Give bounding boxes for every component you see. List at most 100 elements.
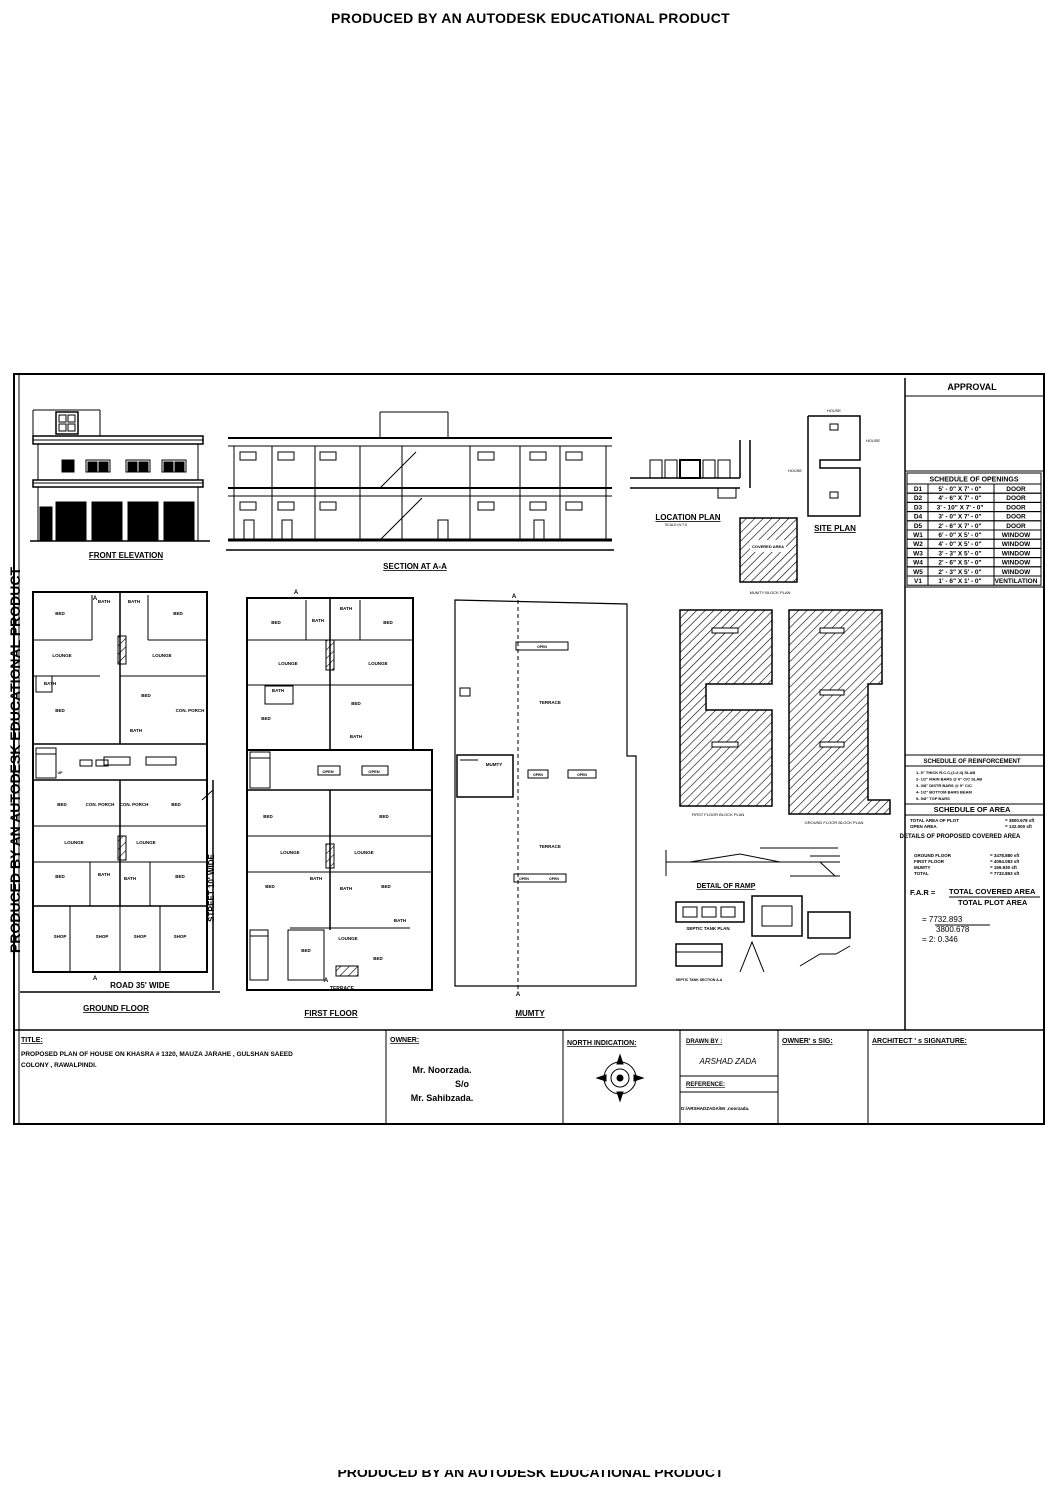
gf-lounge-2: LOUNGE xyxy=(152,653,171,658)
plot-area-value: = 3800.678 sft xyxy=(1005,818,1035,823)
ff-bed-1: BED xyxy=(271,620,281,625)
opening-code: W5 xyxy=(913,569,923,576)
opening-size: 1' - 6" X 1' - 0" xyxy=(938,578,981,585)
gf-shop-2: SHOP xyxy=(96,934,109,939)
sheet-border xyxy=(13,373,1045,1125)
roof-terrace-1: TERRACE xyxy=(539,700,561,705)
owner-father: Mr. Sahibzada. xyxy=(411,1093,474,1103)
total-area-value: = 7732.893 sft xyxy=(990,871,1020,876)
location-plan-scale: SCALE=N.T.S xyxy=(665,523,688,527)
opening-size: 2' - 3" X 5' - 0" xyxy=(938,569,981,576)
ff-open-2: OPEN xyxy=(368,769,379,774)
gf-shop-4: SHOP xyxy=(174,934,187,939)
openings-title: SCHEDULE OF OPENINGS xyxy=(929,477,1018,484)
opening-size: 3' - 0" X 7' - 0" xyxy=(938,514,981,521)
open-area-label: OPEN AREA xyxy=(910,824,937,829)
gf-bath-6: BATH xyxy=(124,876,136,881)
watermark-bottom: PRODUCED BY AN AUTODESK EDUCATIONAL PROD… xyxy=(337,1470,724,1479)
first-floor-block-plan xyxy=(679,609,773,807)
gf-up: UP xyxy=(58,771,64,775)
opening-size: 5' - 0" X 7' - 0" xyxy=(938,486,981,493)
far-calc-2: 3800.678 xyxy=(936,925,970,934)
opening-type: WINDOW xyxy=(1002,550,1031,557)
reinforcement-row: 5- 5/8" TOP BARS xyxy=(916,796,950,801)
gf-bed-5: BED xyxy=(57,802,67,807)
ff-bath-3: BATH xyxy=(272,688,284,693)
opening-size: 2' - 6" X 5' - 0" xyxy=(938,560,981,567)
opening-size: 3' - 3" X 5' - 0" xyxy=(938,550,981,557)
opening-code: W2 xyxy=(913,541,923,548)
far-calc-1: = 7732.893 xyxy=(922,915,963,924)
opening-code: W1 xyxy=(913,532,923,539)
first-floor-plan xyxy=(246,597,433,991)
opening-size: 2' - 6" X 7' - 0" xyxy=(938,523,981,530)
covered-area-label: COVERED AREA xyxy=(752,544,784,549)
ff-lounge-4: LOUNGE xyxy=(354,850,373,855)
roof-open-1: OPEN xyxy=(537,645,547,649)
gf-bath-2: BATH xyxy=(128,599,140,604)
ground-floor-block-title: GROUND FLOOR BLOCK PLAN xyxy=(805,820,864,825)
ff-bed-4: BED xyxy=(351,701,361,706)
gf-bed-4: BED xyxy=(141,693,151,698)
location-plan-title: LOCATION PLAN xyxy=(655,513,720,522)
reinforcement-row: 4- 1/2" BOTTOM BARS BEAM xyxy=(916,790,972,795)
ramp-detail xyxy=(665,847,840,877)
title-text-1: PROPOSED PLAN OF HOUSE ON KHASRA # 1320,… xyxy=(21,1051,293,1058)
mumty-plan xyxy=(454,599,637,990)
ground-area-label: GROUND FLOOR xyxy=(914,853,952,858)
opening-size: 3' - 10" X 7' - 0" xyxy=(937,504,984,511)
opening-code: W4 xyxy=(913,560,923,567)
reference-value: D:/ARSHADZADA/Mr .noorzada. xyxy=(681,1106,749,1111)
ff-bed-2: BED xyxy=(383,620,393,625)
gf-shop-3: SHOP xyxy=(134,934,147,939)
ff-bath-2: BATH xyxy=(340,606,352,611)
gf-bath-3: BATH xyxy=(44,681,56,686)
gf-lounge-1: LOUNGE xyxy=(52,653,71,658)
title-label: TITLE: xyxy=(21,1037,43,1044)
drawn-name: ARSHAD ZADA xyxy=(699,1057,757,1066)
far-label: F.A.R = xyxy=(910,888,936,897)
opening-type: DOOR xyxy=(1006,514,1026,521)
architect-label: ARCHITECT ' s SIGNATURE: xyxy=(872,1038,967,1045)
opening-code: D1 xyxy=(914,486,923,493)
opening-code: D2 xyxy=(914,495,923,502)
ff-bath-4: BATH xyxy=(350,734,362,739)
first-floor-title: FIRST FLOOR xyxy=(304,1009,358,1018)
septic-tank-details xyxy=(675,895,851,973)
mumty-title: MUMTY xyxy=(515,1009,545,1018)
ff-marker-top: A xyxy=(294,590,299,596)
ff-bed-10: BED xyxy=(373,956,383,961)
site-plan xyxy=(807,415,861,517)
gf-lounge-4: LOUNGE xyxy=(136,840,155,845)
ff-bath-5: BATH xyxy=(310,876,322,881)
owner-relation: S/o xyxy=(455,1079,470,1089)
septic-plan-title: SEPTIC TANK PLAN xyxy=(686,926,729,931)
gf-bed-2: BED xyxy=(173,611,183,616)
first-area-value: = 4094.083 sft xyxy=(990,859,1020,864)
front-elevation xyxy=(30,409,210,542)
gf-bath-4: BATH xyxy=(130,728,142,733)
ground-floor-block-plan xyxy=(788,609,891,815)
reinforcement-row: 2- 1/2" MAIN BARS @ 6" C/C SLAB xyxy=(916,777,982,782)
area-schedule: SCHEDULE OF AREA TOTAL AREA OF PLOT = 38… xyxy=(900,805,1044,944)
approval-title: APPROVAL xyxy=(947,382,997,392)
far-calc-3: = 2: 0.346 xyxy=(922,935,958,944)
roof-mumty-room: MUMTY xyxy=(486,762,503,767)
ff-bath-7: BATH xyxy=(394,918,406,923)
gf-lounge-3: LOUNGE xyxy=(64,840,83,845)
opening-type: VENTILATION xyxy=(995,578,1038,585)
mumty-marker-bottom: A xyxy=(516,992,521,998)
opening-type: WINDOW xyxy=(1002,560,1031,567)
owner-sig-label: OWNER' s SIG: xyxy=(782,1038,833,1045)
gf-bed-3: BED xyxy=(55,708,65,713)
site-house-west: HOUSE xyxy=(788,468,803,473)
drawn-label: DRAWN BY : xyxy=(686,1039,722,1045)
street-label: STREET 10' WIDE xyxy=(207,853,216,921)
gf-bed-7: BED xyxy=(55,874,65,879)
opening-code: D4 xyxy=(914,514,923,521)
open-area-value: = 132.000 sft xyxy=(1005,824,1032,829)
section-a-a xyxy=(226,411,614,551)
mumty-area-value: = 159.930 sft xyxy=(990,865,1017,870)
opening-type: WINDOW xyxy=(1002,532,1031,539)
opening-size: 4' - 6" X 7' - 0" xyxy=(938,495,981,502)
